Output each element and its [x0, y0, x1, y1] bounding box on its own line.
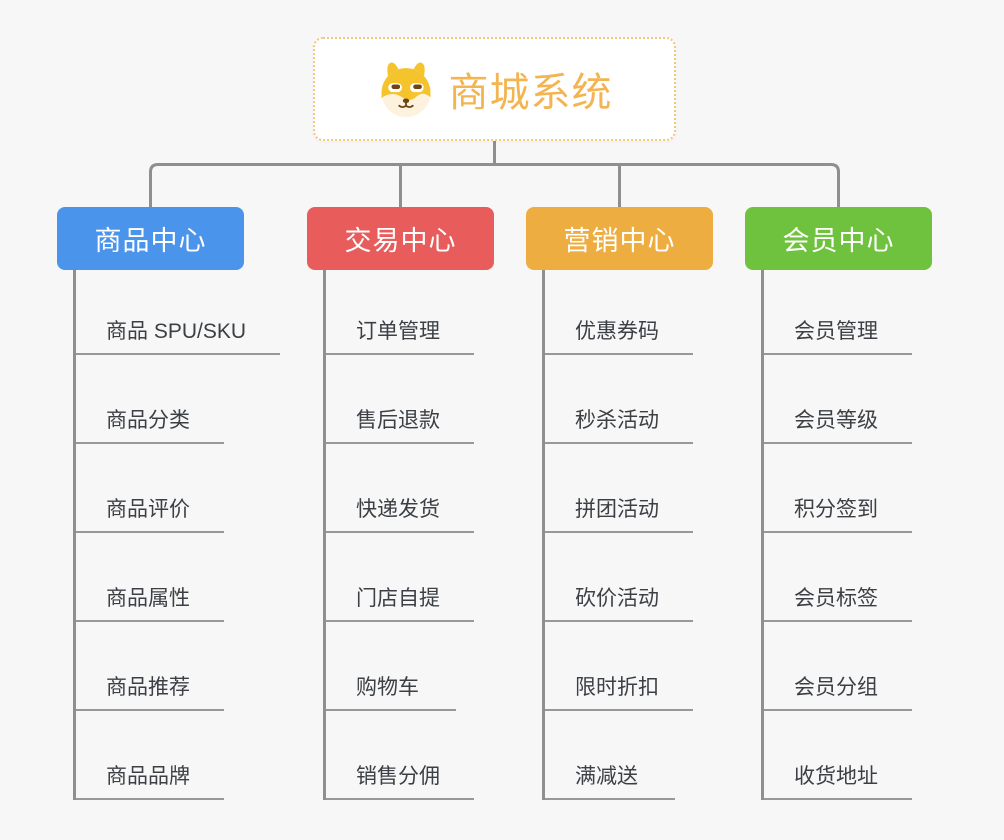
child-node[interactable]: 商品评价: [76, 444, 224, 533]
child-node[interactable]: 会员管理: [764, 270, 912, 355]
child-node[interactable]: 会员分组: [764, 622, 912, 711]
child-node[interactable]: 快递发货: [326, 444, 474, 533]
child-node[interactable]: 收货地址: [764, 711, 912, 800]
branch-header-product-center[interactable]: 商品中心: [57, 207, 244, 270]
child-node[interactable]: 销售分佣: [326, 711, 474, 800]
child-node[interactable]: 商品分类: [76, 355, 224, 444]
root-node[interactable]: 商城系统: [313, 37, 676, 141]
child-node[interactable]: 门店自提: [326, 533, 474, 622]
child-node[interactable]: 砍价活动: [545, 533, 693, 622]
branch-children-trade-center: 订单管理 售后退款 快递发货 门店自提 购物车 销售分佣: [323, 270, 494, 800]
branch-trade-center: 交易中心 订单管理 售后退款 快递发货 门店自提 购物车 销售分佣: [307, 207, 494, 800]
branch-children-product-center: 商品 SPU/SKU 商品分类 商品评价 商品属性 商品推荐 商品品牌: [73, 270, 281, 800]
child-node[interactable]: 订单管理: [326, 270, 474, 355]
child-node[interactable]: 商品属性: [76, 533, 224, 622]
child-node[interactable]: 会员标签: [764, 533, 912, 622]
child-node[interactable]: 拼团活动: [545, 444, 693, 533]
child-node[interactable]: 积分签到: [764, 444, 912, 533]
branch-member-center: 会员中心 会员管理 会员等级 积分签到 会员标签 会员分组 收货地址: [745, 207, 932, 800]
child-node[interactable]: 商品品牌: [76, 711, 224, 800]
child-node[interactable]: 商品推荐: [76, 622, 224, 711]
branch-header-trade-center[interactable]: 交易中心: [307, 207, 494, 270]
dog-face-icon: [377, 60, 435, 118]
child-node[interactable]: 会员等级: [764, 355, 912, 444]
child-node[interactable]: 限时折扣: [545, 622, 693, 711]
branch-children-marketing-center: 优惠券码 秒杀活动 拼团活动 砍价活动 限时折扣 满减送: [542, 270, 713, 800]
child-node[interactable]: 优惠券码: [545, 270, 693, 355]
child-node[interactable]: 商品 SPU/SKU: [76, 270, 281, 355]
child-node[interactable]: 购物车: [326, 622, 456, 711]
branch-header-member-center[interactable]: 会员中心: [745, 207, 932, 270]
branch-header-marketing-center[interactable]: 营销中心: [526, 207, 713, 270]
branch-children-member-center: 会员管理 会员等级 积分签到 会员标签 会员分组 收货地址: [761, 270, 932, 800]
root-title: 商城系统: [448, 71, 613, 115]
child-node[interactable]: 秒杀活动: [545, 355, 693, 444]
child-node[interactable]: 满减送: [545, 711, 675, 800]
branch-product-center: 商品中心 商品 SPU/SKU 商品分类 商品评价 商品属性 商品推荐 商品品牌: [57, 207, 281, 800]
branch-marketing-center: 营销中心 优惠券码 秒杀活动 拼团活动 砍价活动 限时折扣 满减送: [526, 207, 713, 800]
child-node[interactable]: 售后退款: [326, 355, 474, 444]
